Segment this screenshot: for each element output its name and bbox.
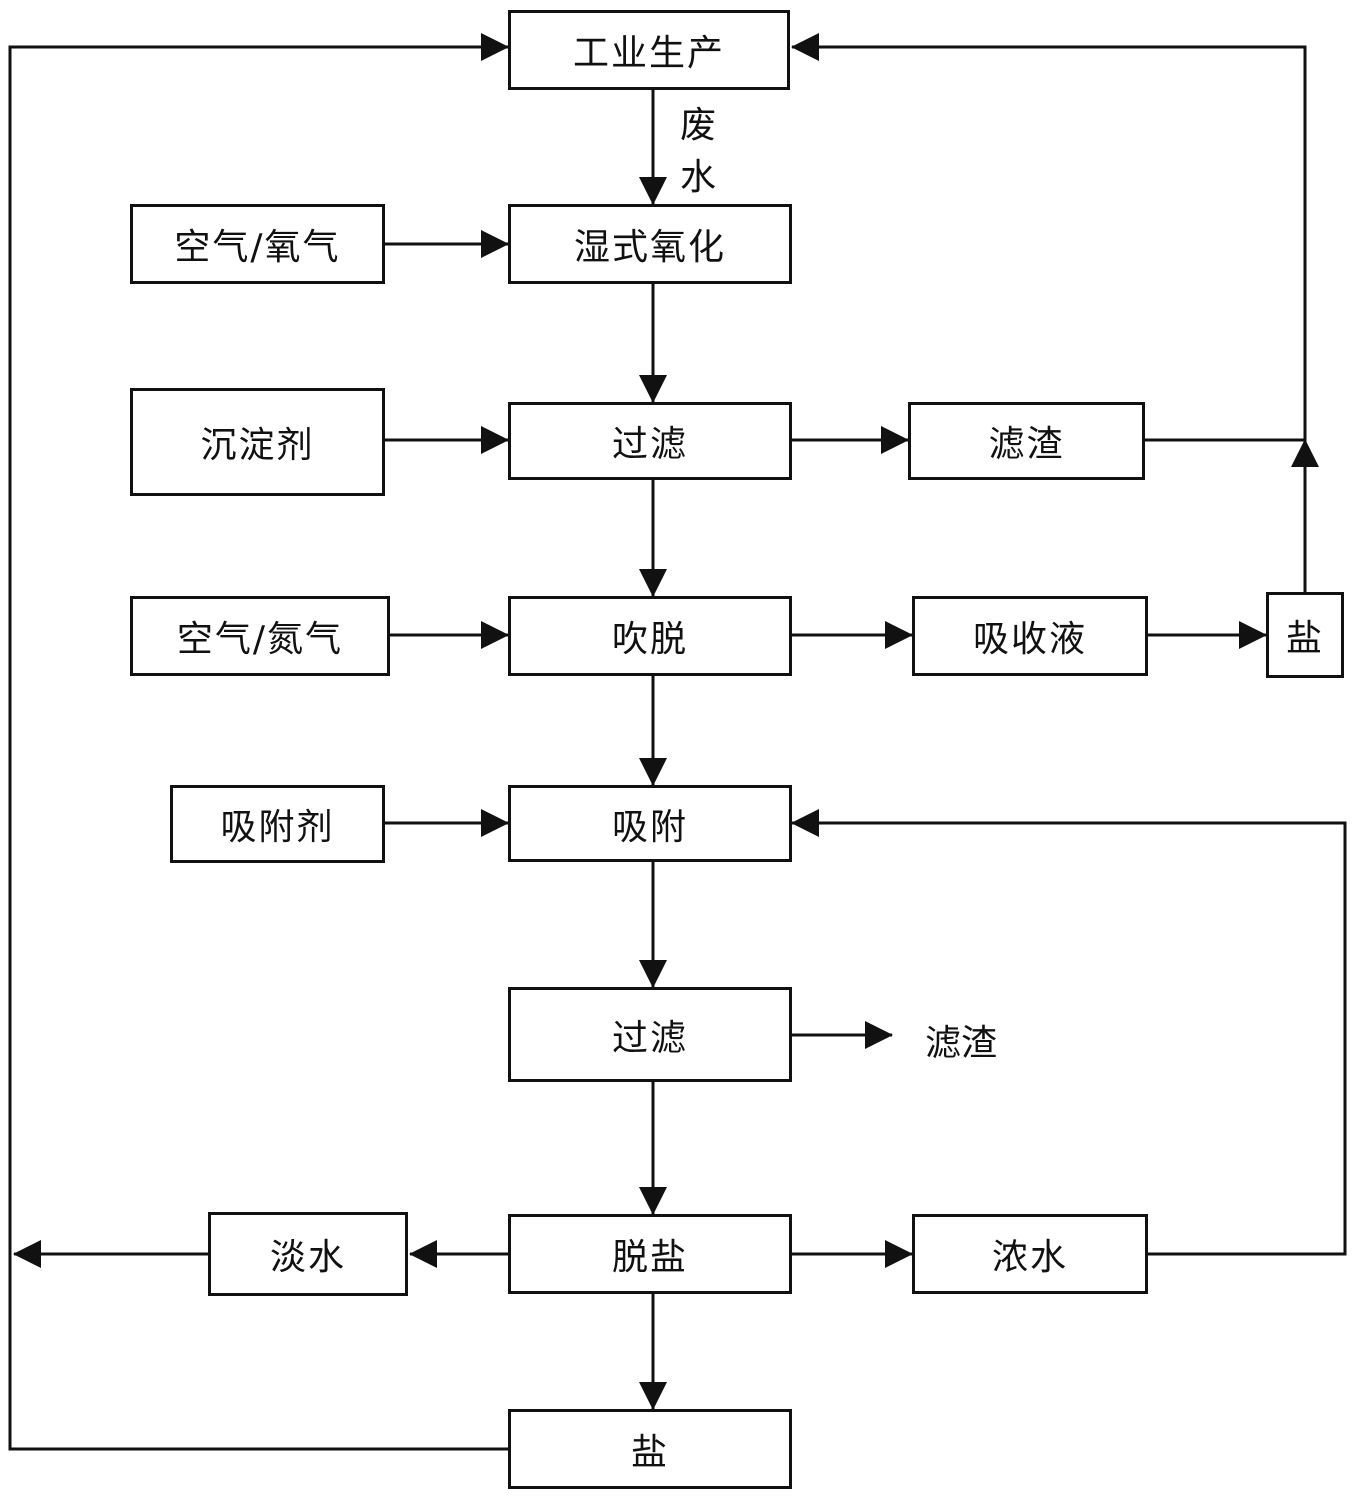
node-label: 过滤: [611, 424, 688, 465]
line-concentrate-recycle: [820, 821, 1347, 1256]
node-filter-residue-2: 滤渣: [925, 1023, 998, 1064]
node-adsorbent: 吸附剂: [170, 785, 385, 863]
node-filter-2: 过滤: [508, 987, 792, 1082]
node-label: 空气/氮气: [176, 619, 344, 660]
node-wet-oxidation: 湿式氧化: [508, 204, 792, 284]
node-filter-1: 过滤: [508, 402, 792, 480]
line-salt-return: [8, 45, 508, 1451]
node-label: 滤渣: [988, 424, 1065, 465]
node-absorption-liquid: 吸收液: [912, 596, 1148, 676]
node-label: 浓水: [991, 1237, 1068, 1278]
node-label: 吸附: [611, 806, 688, 848]
node-label: 脱盐: [611, 1237, 688, 1278]
node-label: 工业生产: [572, 33, 725, 74]
node-label: 盐: [630, 1432, 669, 1473]
node-label: 盐: [1285, 618, 1324, 659]
node-label: 淡水: [269, 1237, 346, 1278]
node-filter-residue-1: 滤渣: [908, 402, 1145, 480]
edge-label-wastewater-1: 废: [680, 105, 717, 146]
node-concentrated-water: 浓水: [912, 1214, 1148, 1294]
node-label: 吸附剂: [220, 807, 335, 848]
node-fresh-water: 淡水: [208, 1212, 408, 1296]
node-air-nitrogen: 空气/氮气: [130, 596, 390, 676]
node-label: 吹脱: [611, 619, 688, 660]
node-salt-bottom: 盐: [508, 1409, 792, 1489]
node-air-oxygen: 空气/氧气: [130, 204, 385, 284]
node-adsorption: 吸附: [508, 785, 792, 862]
node-label: 湿式氧化: [573, 227, 726, 268]
node-salt-right: 盐: [1266, 592, 1344, 678]
node-industrial-production: 工业生产: [508, 10, 790, 90]
node-label: 空气/氧气: [174, 227, 341, 268]
node-label: 沉淀剂: [200, 425, 315, 466]
line-residue-return: [792, 45, 1307, 442]
edge-label-wastewater-2: 水: [680, 157, 717, 198]
node-desalination: 脱盐: [508, 1214, 792, 1294]
node-label: 吸收液: [972, 619, 1087, 660]
node-precipitant: 沉淀剂: [130, 388, 385, 496]
node-label: 过滤: [611, 1017, 688, 1059]
node-stripping: 吹脱: [508, 596, 792, 676]
